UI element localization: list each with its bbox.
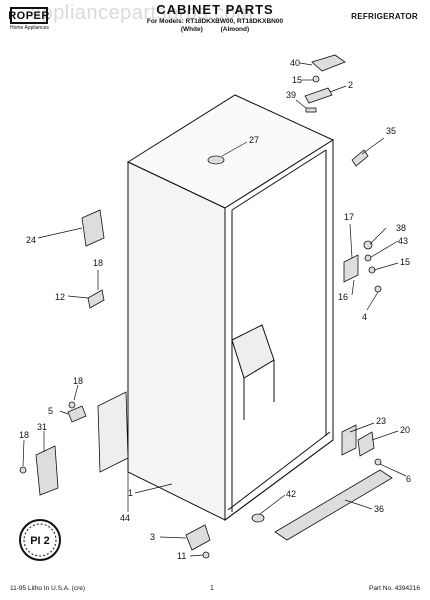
leader-lines [22, 62, 407, 557]
page-number: 1 [210, 585, 214, 592]
callout-42: 42 [286, 489, 296, 499]
callout-2: 2 [348, 80, 353, 90]
callout-23: 23 [376, 416, 386, 426]
callout-18: 18 [93, 258, 103, 268]
callout-20: 20 [400, 425, 410, 435]
callout-38: 38 [396, 223, 406, 233]
brand-name: ROPER [8, 9, 50, 22]
callout-5: 5 [48, 406, 53, 416]
callout-39: 39 [286, 90, 296, 100]
callout-31: 31 [37, 422, 47, 432]
brand-subtitle: Home Appliances [10, 25, 49, 31]
callout-numbers: 40 15 2 39 35 27 17 38 43 15 16 4 24 18 … [19, 58, 411, 561]
litho-note: 11-95 Litho In U.S.A. (cre) [10, 585, 86, 592]
page-title: CABINET PARTS [156, 2, 274, 17]
category-label: REFRIGERATOR [351, 12, 418, 21]
cabinet-drawing [126, 94, 335, 521]
callout-43: 43 [398, 236, 408, 246]
callout-24: 24 [26, 235, 36, 245]
color-line: (White) (Almond) [180, 26, 250, 33]
callout-44: 44 [120, 513, 130, 523]
callout-36: 36 [374, 504, 384, 514]
callout-6: 6 [406, 474, 411, 484]
callout-11: 11 [177, 551, 186, 561]
callout-18: 18 [19, 430, 29, 440]
callout-12: 12 [55, 292, 65, 302]
callout-18: 18 [73, 376, 83, 386]
brand-logo: ROPER [8, 7, 50, 24]
badge-text: PI 2 [30, 535, 50, 547]
callout-3: 3 [150, 532, 155, 542]
callout-4: 4 [362, 312, 367, 322]
callout-35: 35 [386, 126, 396, 136]
callout-17: 17 [344, 212, 354, 222]
parts-drawing [19, 54, 393, 559]
pi2-badge: PI 2 [19, 519, 61, 561]
callout-15: 15 [400, 257, 410, 267]
callout-16: 16 [338, 292, 348, 302]
model-line: For Models: RT18DKXBW00, RT18DKXBN00 [146, 18, 284, 25]
callout-40: 40 [290, 58, 300, 68]
callout-15: 15 [292, 75, 302, 85]
part-number: Part No. 4394216 [369, 585, 420, 592]
callout-1: 1 [128, 488, 133, 498]
callout-27: 27 [249, 135, 259, 145]
